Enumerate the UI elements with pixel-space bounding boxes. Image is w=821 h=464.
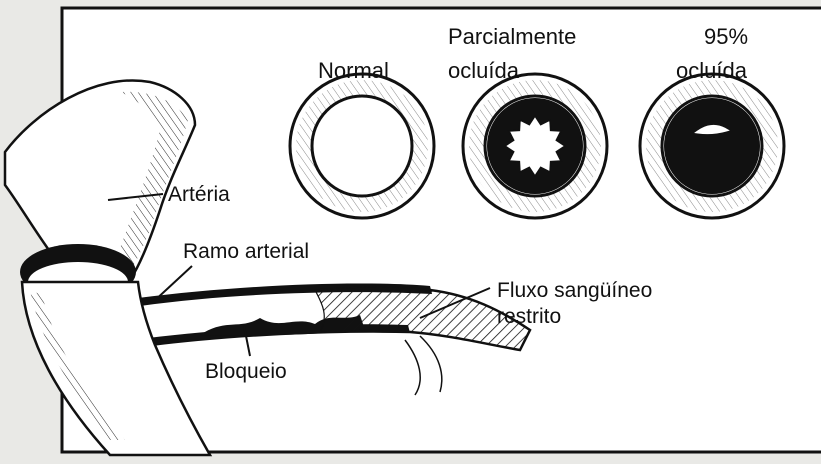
cross-section-title: Normal [318, 58, 389, 83]
flow-label-line-1: Fluxo sangüíneo [497, 279, 652, 302]
cross-section-title-line: Parcialmente [448, 24, 576, 49]
vessel-lumen [312, 96, 412, 196]
cross-section-title-line: 95% [704, 24, 748, 49]
blockage-label: Bloqueio [205, 360, 287, 383]
artery-label: Artéria [168, 183, 230, 206]
cross-section-title-line: ocluída [676, 58, 748, 83]
plaque-fill [664, 98, 760, 194]
cross-section-title-line: ocluída [448, 58, 520, 83]
flow-label-line-2: restrito [497, 305, 561, 328]
branch-label: Ramo arterial [183, 240, 309, 263]
cross-section-title-line: Normal [318, 58, 389, 83]
